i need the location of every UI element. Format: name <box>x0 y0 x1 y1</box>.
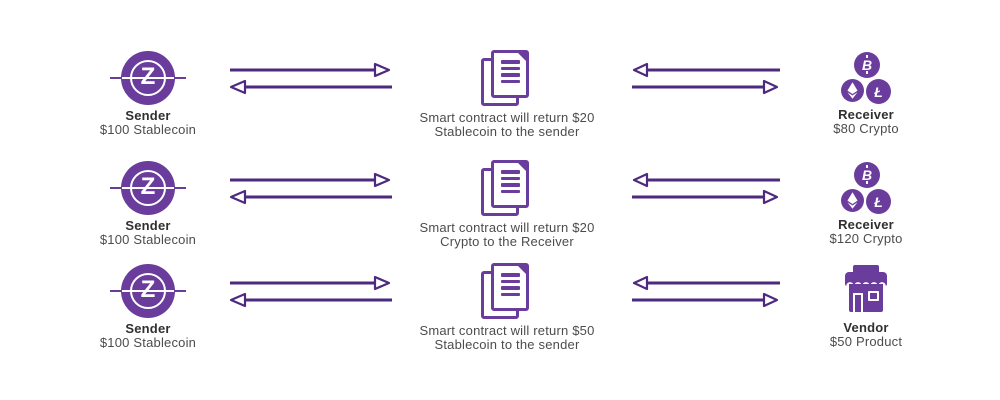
sender-node-row3: Z Sender $100 Stablecoin <box>63 264 233 350</box>
coin-line-stub-left <box>110 76 122 80</box>
sender-subtitle: $100 Stablecoin <box>99 232 197 247</box>
arrow-pair-icon <box>229 62 392 95</box>
arrows-sender-contract-row1 <box>228 60 392 96</box>
arrows-contract-vendor-row3 <box>632 273 780 309</box>
coin-strike-line <box>122 186 174 190</box>
arrow-pair-icon <box>229 275 392 308</box>
receiver-node-row1: B Ł Receiver $80 Crypto <box>781 52 951 136</box>
vendor-title: Vendor <box>843 320 889 335</box>
document-text-bar <box>500 292 520 296</box>
litecoin-glyph: Ł <box>874 83 883 100</box>
smart-contract-node-row3: Smart contract will return $50 Stablecoi… <box>397 263 617 352</box>
document-front-page <box>491 160 529 208</box>
sender-title: Sender <box>125 108 171 123</box>
smart-contract-node-row1: Smart contract will return $20 Stablecoi… <box>397 50 617 139</box>
bitcoin-glyph: B <box>861 165 873 184</box>
document-text-bar <box>500 183 520 187</box>
sender-node-row2: Z Sender $100 Stablecoin <box>63 161 233 247</box>
contract-caption-line2: Stablecoin to the sender <box>434 337 580 352</box>
smart-contract-document-icon <box>481 160 533 218</box>
arrows-sender-contract-row2 <box>228 170 392 206</box>
sender-subtitle: $100 Stablecoin <box>99 122 197 137</box>
vendor-subtitle: $50 Product <box>829 334 903 349</box>
coin-line-stub-right <box>174 76 186 80</box>
receiver-node-row2: B Ł Receiver $120 Crypto <box>781 162 951 246</box>
document-front-page <box>491 263 529 311</box>
arrows-sender-contract-row3 <box>228 273 392 309</box>
document-text-bar <box>500 73 520 77</box>
receiver-subtitle: $80 Crypto <box>833 121 899 136</box>
contract-caption-line1: Smart contract will return $20 <box>419 110 595 125</box>
storefront-window <box>868 291 879 301</box>
sender-title: Sender <box>125 218 171 233</box>
arrow-pair-icon <box>632 275 780 308</box>
storefront-roof <box>853 265 879 273</box>
coin-circle: Z <box>121 51 175 105</box>
document-text-bar <box>500 189 520 193</box>
bitcoin-glyph: B <box>861 55 873 74</box>
bitcoin-icon: B <box>854 162 880 188</box>
document-text-bar <box>500 279 520 283</box>
storefront-door <box>853 293 863 312</box>
crypto-coins-icon: B Ł <box>840 162 892 214</box>
arrows-contract-receiver-row2 <box>632 170 780 206</box>
contract-caption-line2: Crypto to the Receiver <box>440 234 574 249</box>
stablecoin-z-icon: Z <box>110 161 186 215</box>
ethereum-glyph <box>847 82 858 99</box>
coin-letter: Z <box>140 276 156 304</box>
coin-strike-line <box>122 76 174 80</box>
vendor-node-row3: Vendor $50 Product <box>781 265 951 349</box>
contract-caption-line1: Smart contract will return $50 <box>419 323 595 338</box>
arrow-pair-icon <box>632 172 780 205</box>
receiver-subtitle: $120 Crypto <box>829 231 903 246</box>
stablecoin-z-icon: Z <box>110 264 186 318</box>
smart-contract-document-icon <box>481 50 533 108</box>
crypto-coins-icon: B Ł <box>840 52 892 104</box>
stablecoin-z-icon: Z <box>110 51 186 105</box>
contract-caption-line2: Stablecoin to the sender <box>434 124 580 139</box>
document-text-bar <box>500 273 520 277</box>
sender-title: Sender <box>125 321 171 336</box>
litecoin-glyph: Ł <box>874 193 883 210</box>
ethereum-icon <box>841 79 864 102</box>
coin-line-stub-left <box>110 289 122 293</box>
coin-circle: Z <box>121 161 175 215</box>
coin-circle: Z <box>121 264 175 318</box>
ethereum-icon <box>841 189 864 212</box>
document-text-bar <box>500 79 520 83</box>
bitcoin-icon: B <box>854 52 880 78</box>
contract-caption-line1: Smart contract will return $20 <box>419 220 595 235</box>
coin-line-stub-right <box>174 186 186 190</box>
coin-line-stub-right <box>174 289 186 293</box>
smart-contract-node-row2: Smart contract will return $20 Crypto to… <box>397 160 617 249</box>
receiver-title: Receiver <box>838 217 894 232</box>
sender-node-row1: Z Sender $100 Stablecoin <box>63 51 233 137</box>
coin-strike-line <box>122 289 174 293</box>
coin-letter: Z <box>140 173 156 201</box>
smart-contract-document-icon <box>481 263 533 321</box>
litecoin-icon: Ł <box>866 79 891 104</box>
document-text-bar <box>500 286 520 290</box>
document-text-bar <box>500 60 520 64</box>
storefront-icon <box>844 265 888 317</box>
ethereum-glyph <box>847 192 858 209</box>
coin-letter: Z <box>140 63 156 91</box>
document-text-bar <box>500 170 520 174</box>
arrow-pair-icon <box>229 172 392 205</box>
arrows-contract-receiver-row1 <box>632 60 780 96</box>
document-text-bar <box>500 66 520 70</box>
arrow-pair-icon <box>632 62 780 95</box>
storefront-body <box>849 284 883 312</box>
receiver-title: Receiver <box>838 107 894 122</box>
document-text-bar <box>500 176 520 180</box>
coin-line-stub-left <box>110 186 122 190</box>
sender-subtitle: $100 Stablecoin <box>99 335 197 350</box>
litecoin-icon: Ł <box>866 189 891 214</box>
document-front-page <box>491 50 529 98</box>
